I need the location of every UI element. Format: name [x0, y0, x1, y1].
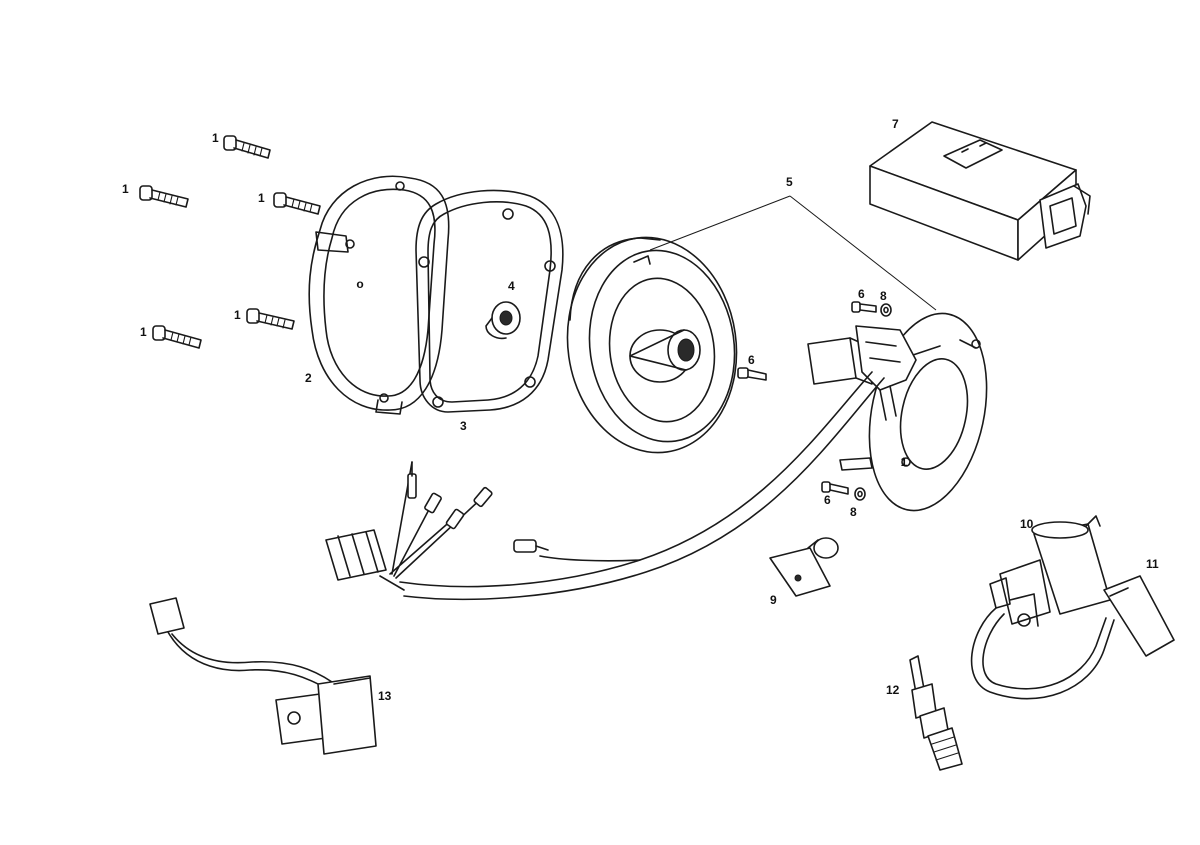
callout-6-rotor: 6 — [748, 353, 755, 367]
callout-1-left: 1 — [122, 182, 129, 196]
callout-13: 13 — [378, 689, 392, 703]
callout-4: 4 — [508, 279, 515, 293]
callout-3: 3 — [460, 419, 467, 433]
screw-part-6-stator-top — [851, 301, 877, 313]
callout-9: 9 — [770, 593, 777, 607]
callout-8-bottom: 8 — [850, 505, 857, 519]
callout-1-lower: 1 — [234, 308, 241, 322]
ignition-coil-part-10 — [989, 515, 1111, 627]
voltage-regulator-part-13 — [149, 597, 377, 755]
bolt-part-1-top — [223, 135, 271, 159]
callout-10: 10 — [1020, 517, 1034, 531]
callout-11: 11 — [1146, 557, 1159, 571]
bushing-part-4 — [485, 301, 521, 340]
callout-1-mid: 1 — [258, 191, 265, 205]
screw-part-6-stator-bottom — [821, 481, 849, 495]
washer-part-8-stator-top — [880, 303, 892, 317]
callout-2: 2 — [305, 371, 312, 385]
svg-text:1: 1 — [901, 455, 908, 469]
bolt-part-1-mid — [273, 192, 321, 215]
screw-part-6-rotor — [737, 367, 767, 381]
spark-plug-cap-part-11 — [970, 575, 1175, 700]
callout-1-top: 1 — [212, 131, 219, 145]
bolt-part-1-bottom — [152, 325, 202, 349]
cover-gasket-part-3 — [415, 189, 564, 413]
callout-7: 7 — [892, 117, 899, 131]
callout-5: 5 — [786, 175, 793, 189]
callout-12: 12 — [886, 683, 900, 697]
cdi-unit-part-7 — [869, 121, 1091, 261]
flywheel-cover-part-2: o — [308, 175, 450, 415]
stator-wiring-harness — [325, 371, 885, 601]
callout-6-stator-top: 6 — [858, 287, 865, 301]
callout-6-stator-bottom: 6 — [824, 493, 831, 507]
spark-plug-part-12 — [909, 655, 963, 771]
callout-8-top: 8 — [880, 289, 887, 303]
flywheel-rotor-part-5 — [566, 236, 738, 454]
callout-1-bottom: 1 — [140, 325, 147, 339]
bolt-part-1-left — [139, 185, 189, 208]
washer-part-8-stator-bottom — [854, 487, 866, 501]
svg-text:o: o — [356, 277, 363, 291]
bolt-part-1-lower — [246, 308, 295, 330]
key-part-9 — [769, 537, 839, 597]
